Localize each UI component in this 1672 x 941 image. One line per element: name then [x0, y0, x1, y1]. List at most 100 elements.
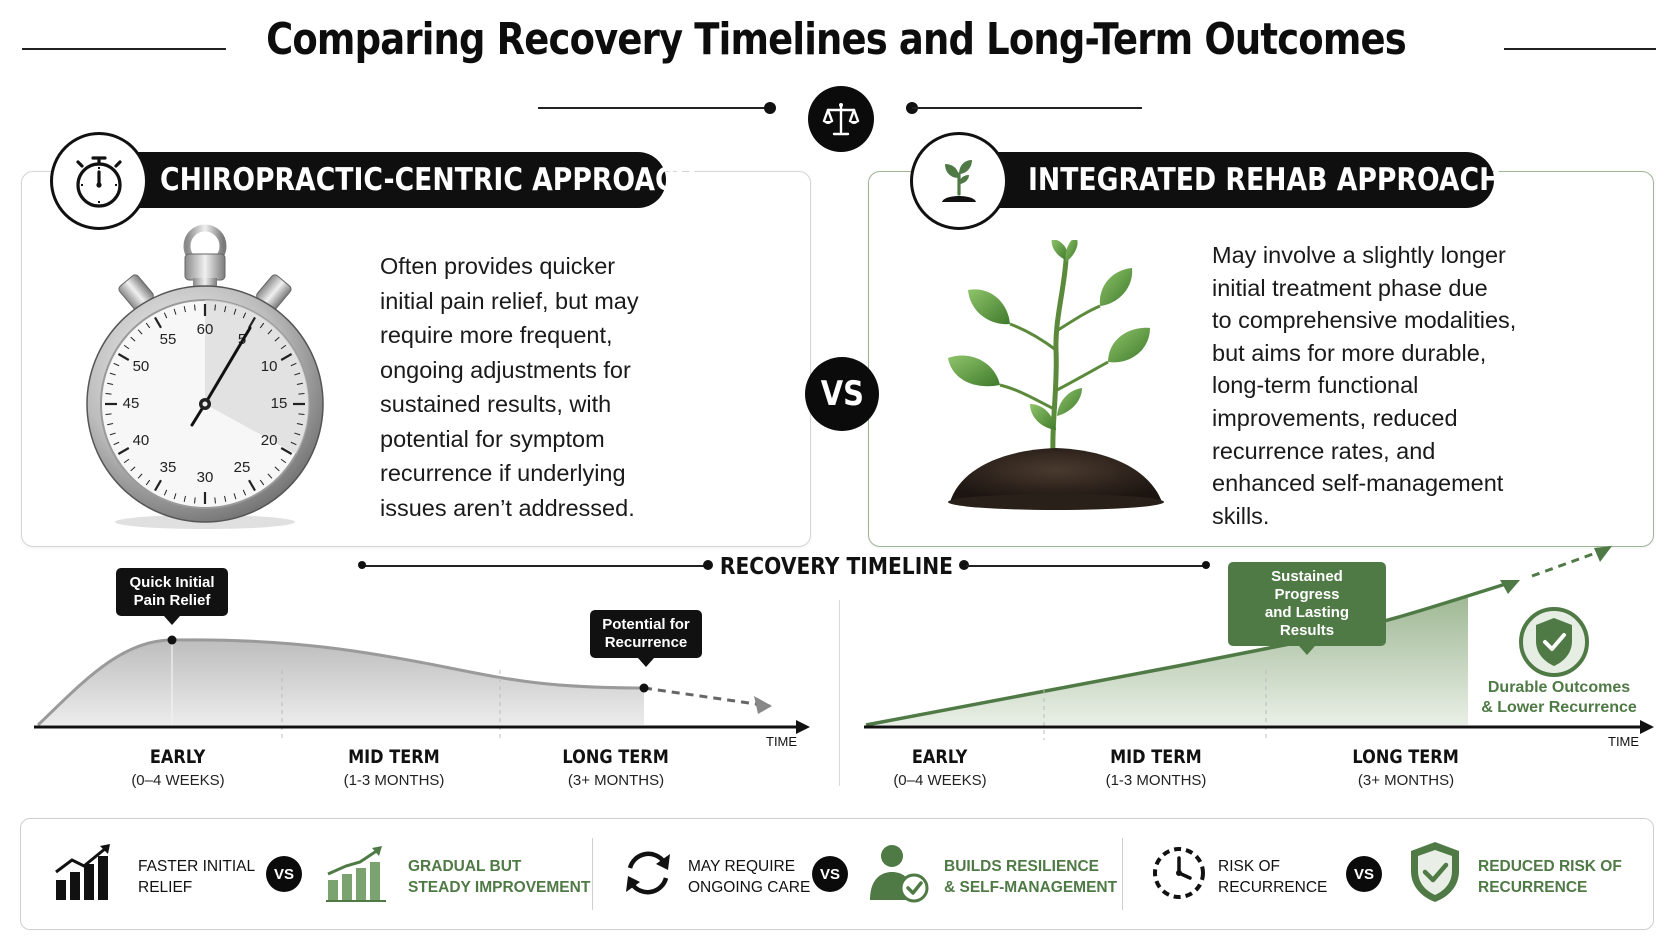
connector-left-line — [538, 107, 768, 109]
dial-tick — [280, 353, 293, 361]
dial-tick — [298, 393, 305, 395]
dial-number: 20 — [261, 432, 278, 449]
dial-tick — [105, 393, 112, 395]
dial-tick — [123, 344, 130, 350]
dial-tick — [267, 473, 273, 479]
seedling-badge — [910, 132, 1008, 230]
dial-tick — [294, 372, 301, 376]
dial-number: 25 — [234, 459, 251, 476]
dial-tick — [290, 441, 297, 446]
dial-tick — [294, 432, 301, 436]
dial-number: 10 — [261, 358, 278, 375]
phase-early-left: EARLY (0–4 WEEKS) — [131, 746, 225, 789]
dial-tick — [296, 423, 303, 426]
dial-tick — [154, 316, 162, 329]
phase-mid-right: MID TERM (1-3 MONTHS) — [1105, 746, 1207, 789]
dial-tick — [183, 306, 186, 313]
dial-tick — [130, 466, 136, 472]
stopwatch-badge — [50, 132, 148, 230]
dial-tick — [242, 312, 247, 319]
phase-early-right: EARLY (0–4 WEEKS) — [893, 746, 987, 789]
dial-tick — [113, 441, 120, 446]
footer-ongoing-care: MAY REQUIRE ONGOING CARE — [688, 858, 811, 896]
dial-number: 50 — [133, 358, 150, 375]
dial-tick — [163, 489, 168, 496]
dial-tick — [173, 308, 177, 315]
dial-number: 35 — [160, 459, 177, 476]
footer-gradual-steady: GRADUAL BUT STEADY IMPROVEMENT — [408, 858, 591, 896]
integrated-rehab-heading: INTEGRATED REHAB APPROACH — [994, 152, 1501, 208]
page-title: Comparing Recovery Timelines and Long-Te… — [266, 14, 1407, 65]
durable-outcomes-label: Durable Outcomes & Lower Recurrence — [1481, 679, 1637, 716]
dial-tick — [117, 353, 130, 361]
dial-tick — [290, 362, 297, 367]
connector-right-line — [912, 107, 1142, 109]
shield-check-icon — [1411, 842, 1459, 902]
dial-number: 60 — [197, 321, 214, 338]
bar-chart-up-icon — [55, 844, 110, 900]
dial-tick — [242, 489, 247, 496]
footer-divider-1 — [592, 838, 593, 910]
footer-vs-2: VS — [812, 856, 848, 892]
integrated-rehab-description: May involve a slightly longer initial tr… — [1212, 242, 1517, 529]
callout-quick-initial-relief: Quick Initial Pain Relief — [116, 568, 228, 625]
dial-tick — [107, 382, 114, 385]
dial-tick — [274, 466, 280, 472]
dial-tick — [109, 432, 116, 436]
dial-tick — [224, 495, 227, 502]
dial-tick — [109, 372, 116, 376]
dial-tick — [259, 479, 265, 486]
chiropractic-description: Often provides quicker initial pain reli… — [380, 253, 639, 521]
dial-tick — [214, 304, 216, 311]
cycle-arrows-icon — [626, 851, 670, 895]
dial-tick — [267, 329, 273, 335]
vs-badge: VS — [805, 357, 879, 431]
chiropractic-heading: CHIROPRACTIC-CENTRIC APPROACH — [126, 152, 697, 208]
dial-tick — [233, 308, 237, 315]
dial-tick — [214, 497, 216, 504]
seedling-icon — [942, 160, 976, 202]
time-axis-label-left: TIME — [766, 734, 798, 749]
balance-scale-icon — [808, 86, 874, 152]
dial-tick — [145, 479, 151, 486]
dial-tick — [117, 447, 130, 455]
dial-tick — [259, 322, 265, 329]
dial-number: 45 — [123, 395, 140, 412]
phase-long-right: LONG TERM (3+ MONTHS) — [1352, 746, 1460, 789]
dial-tick — [194, 497, 196, 504]
dial-tick — [183, 495, 186, 502]
dial-tick — [233, 493, 237, 500]
dial-tick — [248, 479, 256, 492]
timeline-dot-left-end — [358, 561, 366, 569]
dial-tick — [130, 336, 136, 342]
dial-tick — [113, 362, 120, 367]
dial-tick — [298, 413, 305, 415]
timeline-rule-right — [966, 565, 1206, 567]
title-rule-left — [22, 48, 226, 50]
dial-tick — [173, 493, 177, 500]
dial-tick — [274, 336, 280, 342]
footer-vs-1: VS — [266, 856, 302, 892]
dial-tick — [154, 479, 162, 492]
dial-tick — [296, 382, 303, 385]
dial-tick — [123, 458, 130, 464]
person-check-icon — [870, 845, 929, 903]
timeline-dot-left — [703, 560, 713, 570]
dial-tick — [145, 322, 151, 329]
timeline-rule-left — [362, 565, 706, 567]
dial-tick — [224, 306, 227, 313]
dial-tick — [280, 458, 287, 464]
footer-faster-initial-relief: FASTER INITIAL RELIEF — [138, 858, 256, 896]
recovery-timeline-label: RECOVERY TIMELINE — [719, 554, 953, 580]
integrated-rehab-recovery-curve — [864, 546, 1654, 740]
dial-number: 15 — [271, 395, 288, 412]
dial-number: 40 — [133, 432, 150, 449]
plant-illustration — [948, 240, 1164, 510]
dial-tick — [280, 344, 287, 350]
chiropractic-recovery-curve — [34, 635, 810, 740]
dial-tick — [248, 316, 256, 329]
dial-number: 30 — [197, 469, 214, 486]
dial-tick — [194, 304, 196, 311]
timeline-dot-right — [959, 560, 969, 570]
dashed-clock-icon — [1153, 847, 1205, 899]
